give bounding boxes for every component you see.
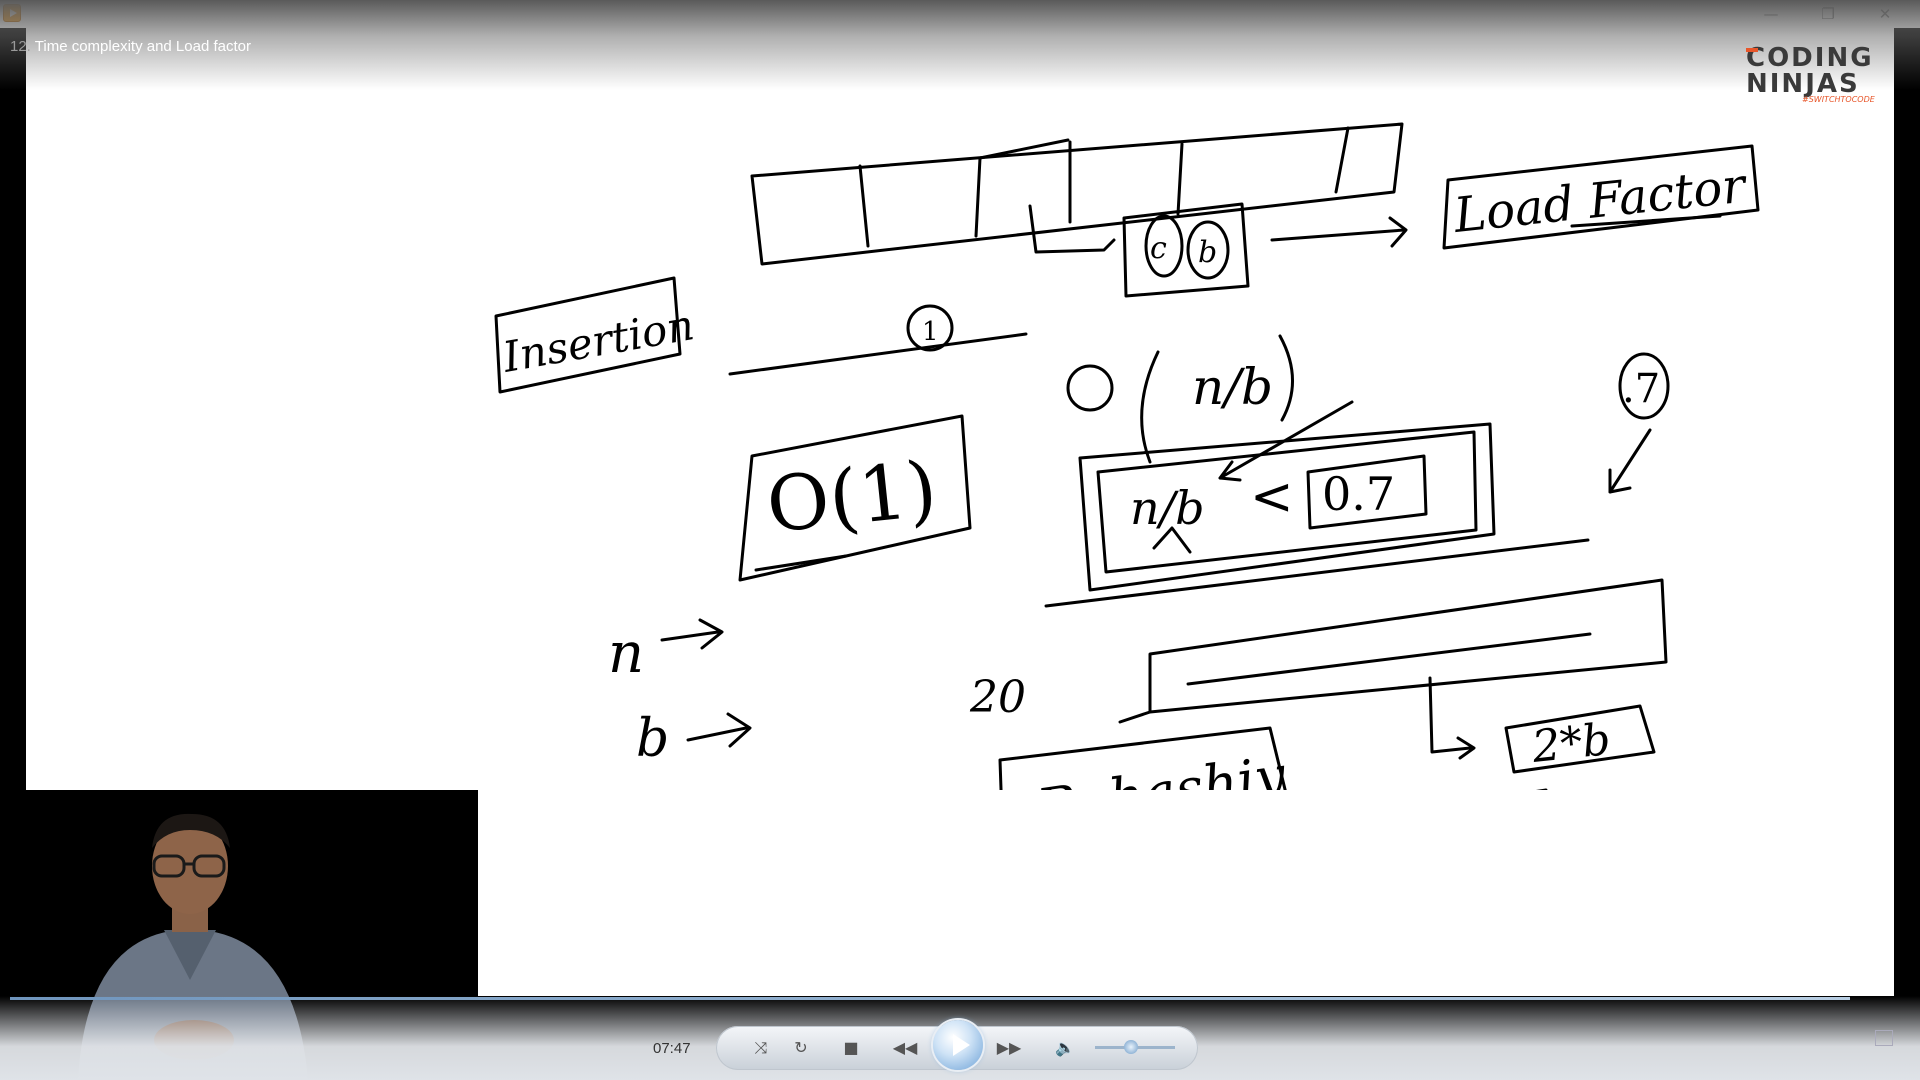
pointer-arrow xyxy=(1218,400,1354,482)
stop-icon[interactable]: ■ xyxy=(843,1038,859,1057)
insertion-box xyxy=(494,276,682,394)
less-than-sign: < xyxy=(1250,467,1294,527)
circled-seven-label: .7 xyxy=(1622,366,1660,412)
n-over-b-top: n/b xyxy=(1192,358,1273,416)
video-index: 12. xyxy=(10,38,31,55)
coding-ninjas-logo: CODING NINJAS #SWITCHTOCODE xyxy=(1742,40,1892,104)
insertion-label: Insertion xyxy=(498,300,697,382)
load-factor-arrow xyxy=(1270,216,1408,248)
threshold-box xyxy=(1306,454,1428,530)
condition-box-outer xyxy=(1078,422,1496,592)
load-factor-underline xyxy=(1570,214,1722,228)
condition-box-inner xyxy=(1096,430,1478,574)
array-outline xyxy=(750,122,1404,266)
title-overlay xyxy=(0,0,1920,90)
repeat-icon[interactable]: ↻ xyxy=(794,1038,808,1057)
whiteboard-drawing: Load Factor Insertion 1 O(1) n/b n/b < 0… xyxy=(494,122,1760,790)
array-divider xyxy=(974,156,982,238)
logo-accent-mark xyxy=(1746,48,1758,52)
circled-one xyxy=(906,304,954,352)
play-button[interactable] xyxy=(933,1020,983,1070)
insertion-line xyxy=(728,332,1028,376)
n-arrow xyxy=(660,618,724,650)
fullscreen-icon[interactable] xyxy=(1875,1030,1893,1046)
paren-right xyxy=(1278,334,1294,422)
volume-icon[interactable]: 🔈 xyxy=(1055,1038,1075,1057)
logo-graphic: CODING NINJAS #SWITCHTOCODE xyxy=(1746,43,1876,104)
logo-line2: NINJAS xyxy=(1746,69,1860,99)
logo-line1: CODING xyxy=(1746,43,1874,73)
logo-tagline: #SWITCHTOCODE xyxy=(1802,95,1876,104)
volume-knob[interactable] xyxy=(1124,1040,1138,1054)
b-label: b xyxy=(636,709,669,769)
big-o-label: O(1) xyxy=(763,444,941,550)
rehashing-box xyxy=(998,726,1287,790)
n-label: n xyxy=(608,621,644,686)
bucket-c-label: c xyxy=(1150,231,1167,266)
n-over-b-box: n/b xyxy=(1130,481,1205,535)
video-title: 12. Time complexity and Load factor xyxy=(10,38,251,55)
array-divider xyxy=(1334,126,1350,194)
load-factor-label: Load Factor xyxy=(1450,157,1750,244)
seek-bar-progress xyxy=(10,997,1850,1000)
circled-seven xyxy=(1618,352,1670,420)
shuffle-icon[interactable]: ⤨ xyxy=(754,1038,768,1057)
big-o-underline xyxy=(754,554,848,572)
two-b-label: 2*b xyxy=(1529,714,1613,773)
video-title-text: Time complexity and Load factor xyxy=(34,38,251,55)
current-time: 07:47 xyxy=(653,1040,691,1057)
open-circle xyxy=(1066,364,1114,412)
big-o-box xyxy=(738,414,972,582)
bucket-b-label: b xyxy=(1198,235,1217,270)
two-b-box xyxy=(1504,704,1656,774)
new-array xyxy=(1148,578,1668,714)
chain-node xyxy=(1122,202,1250,298)
twenty-label: 20 xyxy=(969,672,1026,723)
whiteboard-bottom xyxy=(478,790,1894,996)
resize-arrow xyxy=(1428,676,1476,760)
chain-circle-c xyxy=(1144,214,1184,278)
rewind-icon[interactable]: ◀◀ xyxy=(892,1038,918,1057)
whiteboard: Load Factor Insertion 1 O(1) n/b n/b < 0… xyxy=(26,28,1894,790)
paren-left xyxy=(1140,350,1160,464)
pointer-up xyxy=(1152,526,1192,554)
circled-one-label: 1 xyxy=(922,317,939,347)
array-divider xyxy=(1176,142,1184,216)
seven-arrow xyxy=(1608,428,1652,494)
array-highlight xyxy=(978,138,1070,160)
new-array-line xyxy=(1186,632,1592,686)
chain-arrow xyxy=(1028,204,1116,254)
chain-circle-b xyxy=(1186,220,1230,280)
array-divider xyxy=(858,164,870,248)
load-factor-box xyxy=(1442,144,1760,250)
fast-forward-icon[interactable]: ▶▶ xyxy=(996,1038,1022,1057)
condition-underline xyxy=(1044,538,1590,608)
threshold-label: 0.7 xyxy=(1322,467,1395,521)
new-array-tail xyxy=(1118,710,1152,724)
b-arrow xyxy=(686,712,752,748)
